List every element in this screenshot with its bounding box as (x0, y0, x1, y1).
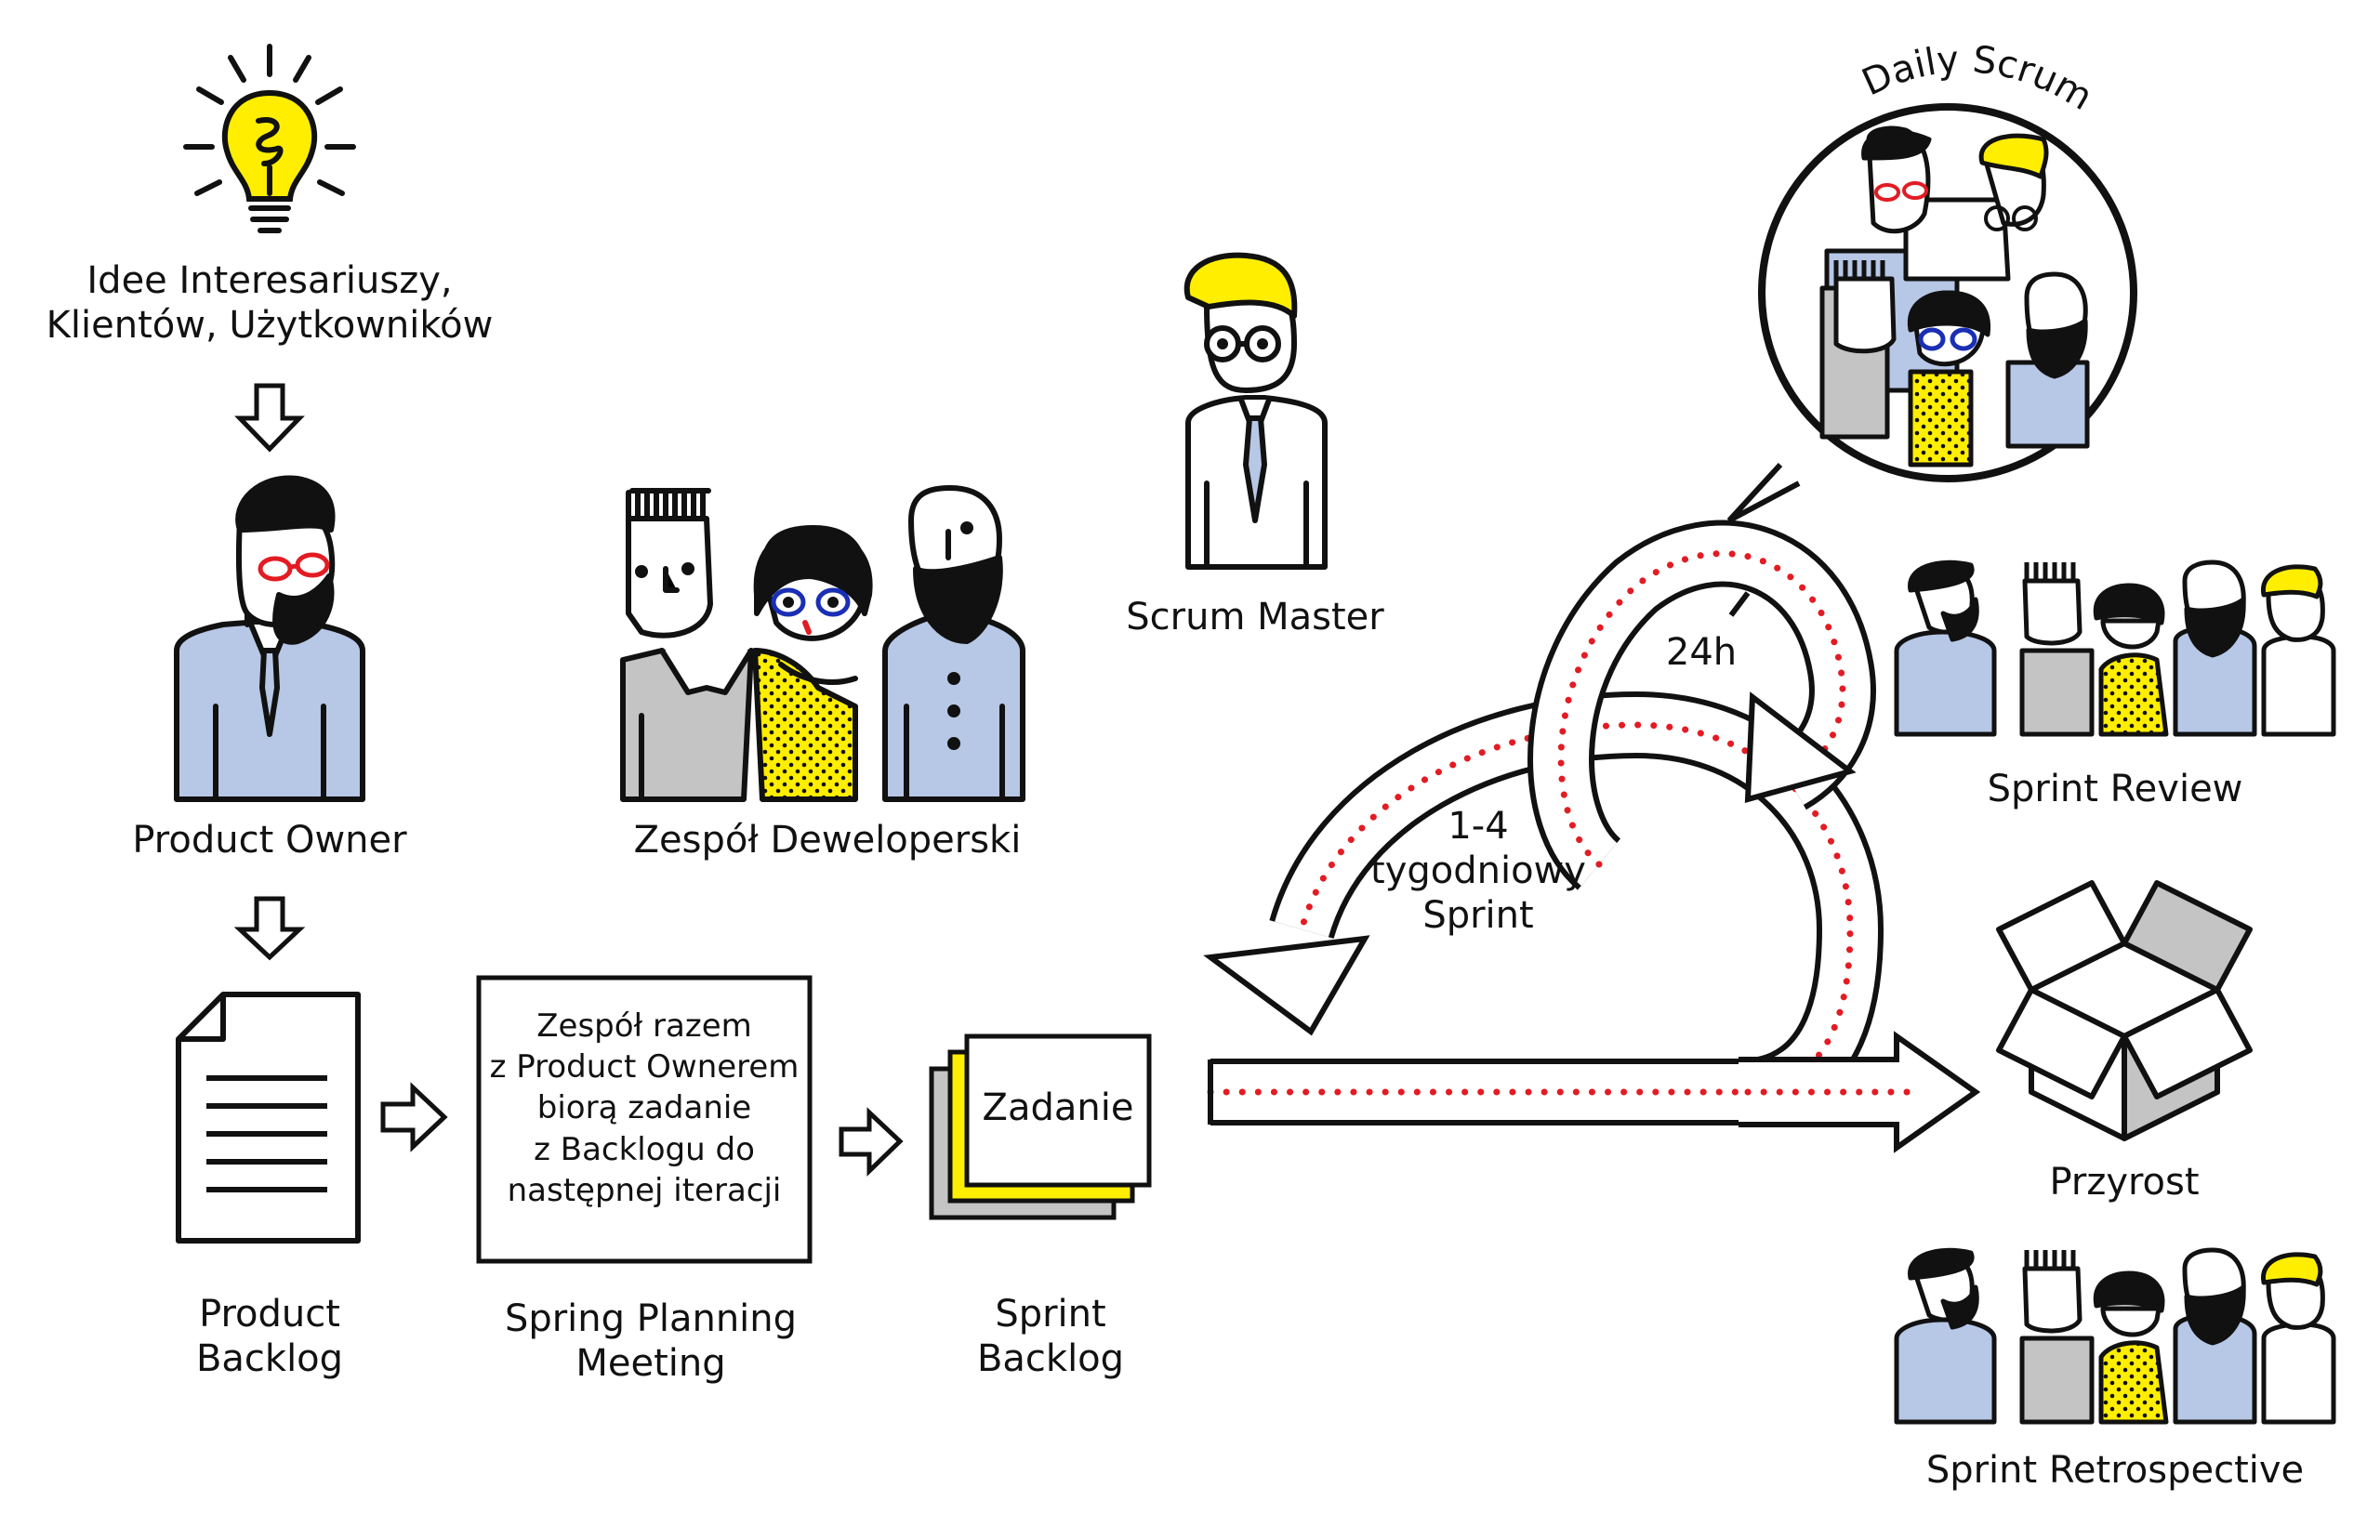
product-backlog-label: Product Backlog (195, 1293, 344, 1380)
scrum-master-label: Scrum Master (1126, 596, 1384, 638)
sprint-review-team (1894, 559, 2336, 737)
task-card-stack (929, 1033, 1152, 1220)
sprint-retrospective-team (1894, 1247, 2336, 1425)
document-icon (176, 992, 361, 1244)
sprint-duration-label: 1-4 tygodniowy Sprint (1370, 805, 1586, 937)
stakeholder-ideas-label: Idee Interesariuszy, Klientów, Użytkowni… (46, 259, 494, 347)
product-owner-label: Product Owner (132, 819, 407, 862)
task-card-label: Zadanie (982, 1086, 1134, 1129)
daily-cycle-label: 24h (1665, 631, 1738, 674)
scrum-master-figure (1183, 252, 1328, 570)
daily-cycle-arrow (1527, 520, 1876, 890)
arrow-down-icon (234, 383, 305, 453)
callout-pointer (1726, 462, 1801, 523)
daily-scrum-circle (1758, 103, 2137, 482)
sprint-review-label: Sprint Review (1987, 768, 2243, 810)
sprint-backlog-label: Sprint Backlog (976, 1293, 1125, 1380)
product-owner-figure (174, 475, 365, 802)
dev-team-label: Zespół Deweloperski (633, 819, 1022, 862)
arrow-right-icon (839, 1107, 904, 1177)
planning-meeting-label: Spring Planning Meeting (504, 1297, 798, 1385)
box-icon (1996, 880, 2253, 1141)
arrow-down-icon (233, 896, 306, 961)
increment-label: Przyrost (2049, 1161, 2200, 1204)
developer-team-figures (620, 485, 1025, 802)
planning-box (476, 975, 813, 1264)
arrow-right-icon (380, 1082, 448, 1152)
lightbulb-icon (183, 44, 356, 233)
planning-box-text: Zespół razem z Product Ownerem biorą zad… (489, 1007, 800, 1209)
sprint-retrospective-label: Sprint Retrospective (1925, 1449, 2305, 1492)
